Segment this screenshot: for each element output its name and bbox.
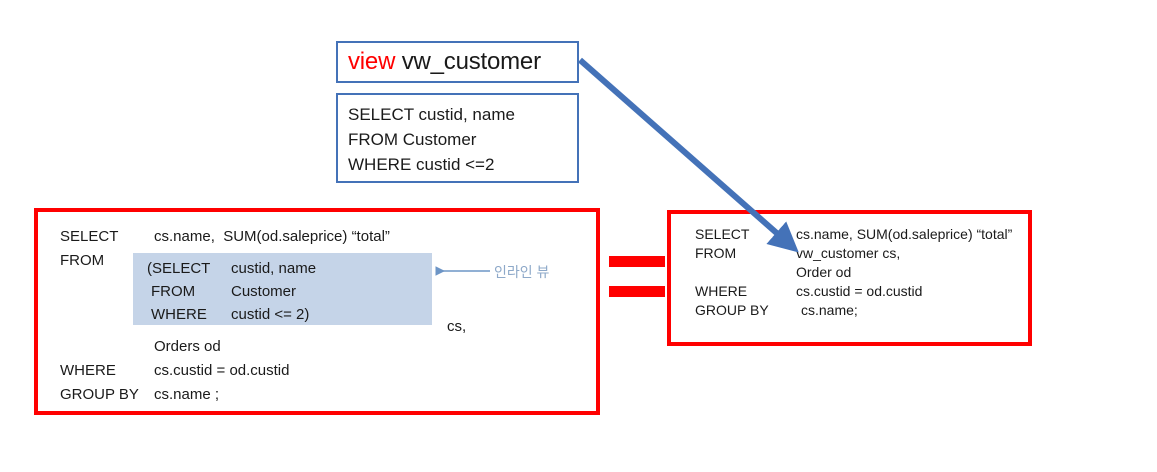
left-from-keyword: FROM xyxy=(60,252,105,269)
inline-view-select-value: custid, name xyxy=(231,260,317,277)
right-group-by-value: cs.name; xyxy=(801,302,858,318)
view-name: vw_customer xyxy=(401,48,541,75)
right-from-value: vw_customer cs, xyxy=(796,245,901,261)
view-title-text: view vw_customer xyxy=(348,48,541,76)
left-query-box: SELECT cs.name, SUM(od.saleprice) “total… xyxy=(34,208,600,415)
inline-view-select-keyword: (SELECT xyxy=(147,260,211,277)
left-inline-view-alias: cs, xyxy=(447,318,467,335)
left-group-by-keyword: GROUP BY xyxy=(60,386,139,403)
view-def-line-from: FROM Customer xyxy=(348,130,477,149)
left-where-value: cs.custid = od.custid xyxy=(154,362,290,379)
inline-view-where-value: custid <= 2) xyxy=(231,306,310,323)
left-where-keyword: WHERE xyxy=(60,362,116,379)
right-from-keyword: FROM xyxy=(695,245,737,261)
right-where-value: cs.custid = od.custid xyxy=(796,283,923,299)
view-title-box: view vw_customer xyxy=(336,41,579,83)
view-def-line-where: WHERE custid <=2 xyxy=(348,155,495,174)
inline-view-where-keyword: WHERE xyxy=(151,306,207,323)
inline-view-annotation: 인라인 뷰 xyxy=(432,262,582,286)
left-select-value: cs.name, SUM(od.saleprice) “total” xyxy=(154,228,390,245)
left-select-keyword: SELECT xyxy=(60,228,119,245)
left-second-table: Orders od xyxy=(154,338,221,355)
right-second-table: Order od xyxy=(796,264,852,280)
inline-view-highlight-block: (SELECT custid, name FROM Customer WHERE… xyxy=(133,253,432,325)
right-select-value: cs.name, SUM(od.saleprice) “total” xyxy=(796,226,1013,242)
right-group-by-keyword: GROUP BY xyxy=(695,302,769,318)
left-group-by-value: cs.name ; xyxy=(154,386,220,403)
right-query-box: SELECT cs.name, SUM(od.saleprice) “total… xyxy=(667,210,1032,346)
inline-view-annotation-label: 인라인 뷰 xyxy=(494,264,550,280)
equals-sign-bar-bottom xyxy=(609,286,665,297)
right-select-keyword: SELECT xyxy=(695,226,750,242)
view-def-line-select: SELECT custid, name xyxy=(348,105,515,124)
view-definition-box: SELECT custid, name FROM Customer WHERE … xyxy=(336,93,579,183)
view-keyword: view xyxy=(348,48,396,75)
inline-view-from-value: Customer xyxy=(231,283,297,300)
equals-sign-bar-top xyxy=(609,256,665,267)
inline-view-from-keyword: FROM xyxy=(151,283,196,300)
right-where-keyword: WHERE xyxy=(695,283,748,299)
